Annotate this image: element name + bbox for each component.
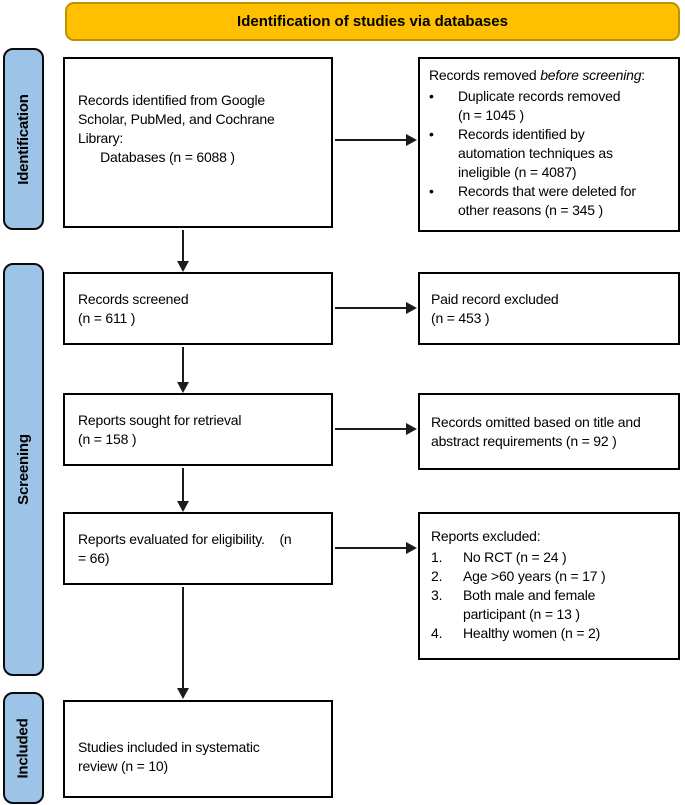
- box-records-identified: Records identified from Google Scholar, …: [63, 57, 333, 228]
- list-number: 4.: [431, 625, 443, 641]
- stage-label-screening: Screening: [15, 434, 33, 505]
- arrowhead-right-icon: [406, 542, 417, 554]
- arrow-shaft: [182, 230, 184, 263]
- stage-tab-included: Included: [3, 692, 44, 804]
- arrowhead-right-icon: [406, 302, 417, 314]
- bullet-icon: •: [429, 88, 434, 104]
- records-omitted-text: Records omitted based on title and abstr…: [431, 413, 641, 449]
- records-removed-title-italic: before screening: [540, 67, 642, 83]
- reports-excluded-numbered-list: 1. No RCT (n = 24 ) 2. Age >60 years (n …: [431, 548, 674, 643]
- excluded-item-1: No RCT (n = 24 ): [463, 549, 567, 565]
- arrowhead-down-icon: [177, 688, 189, 699]
- bullet-icon: •: [429, 183, 434, 199]
- records-removed-title: Records removed before screening:: [429, 66, 674, 85]
- list-item: 2. Age >60 years (n = 17 ): [431, 567, 674, 586]
- banner-identification-via-databases: Identification of studies via databases: [65, 2, 680, 41]
- removed-bullet-1: Duplicate records removed (n = 1045 ): [458, 88, 621, 123]
- records-removed-title-prefix: Records removed: [429, 67, 541, 83]
- arrow-shaft: [182, 468, 184, 503]
- box-records-omitted: Records omitted based on title and abstr…: [418, 393, 680, 470]
- box-reports-sought: Reports sought for retrieval (n = 158 ): [63, 393, 333, 466]
- excluded-item-4: Healthy women (n = 2): [463, 625, 601, 641]
- bullet-icon: •: [429, 126, 434, 142]
- list-number: 1.: [431, 549, 443, 565]
- arrow-shaft: [182, 587, 184, 690]
- removed-bullet-3: Records that were deleted for other reas…: [458, 183, 636, 218]
- arrow-shaft: [182, 347, 184, 384]
- list-number: 2.: [431, 568, 443, 584]
- box-reports-evaluated: Reports evaluated for eligibility. (n = …: [63, 512, 333, 585]
- arrowhead-right-icon: [406, 134, 417, 146]
- excluded-item-2: Age >60 years (n = 17 ): [463, 568, 606, 584]
- arrow-shaft: [335, 428, 407, 430]
- list-item: • Duplicate records removed (n = 1045 ): [429, 87, 674, 125]
- box-records-screened: Records screened (n = 611 ): [63, 272, 333, 345]
- records-removed-bullet-list: • Duplicate records removed (n = 1045 ) …: [429, 87, 674, 220]
- stage-label-included: Included: [15, 717, 33, 779]
- reports-excluded-title: Reports excluded:: [431, 528, 541, 544]
- reports-sought-text: Reports sought for retrieval (n = 158 ): [78, 411, 242, 447]
- list-item: • Records that were deleted for other re…: [429, 182, 674, 220]
- box-paid-record-excluded: Paid record excluded (n = 453 ): [418, 272, 680, 345]
- banner-label: Identification of studies via databases: [237, 13, 508, 30]
- records-screened-text: Records screened (n = 611 ): [78, 290, 189, 326]
- list-item: 3. Both male and female participant (n =…: [431, 586, 674, 624]
- arrow-shaft: [335, 307, 407, 309]
- stage-tab-identification: Identification: [3, 48, 44, 230]
- reports-evaluated-text: Reports evaluated for eligibility. (n = …: [78, 530, 292, 566]
- box-studies-included: Studies included in systematic review (n…: [63, 700, 333, 798]
- paid-excluded-text: Paid record excluded (n = 453 ): [431, 290, 559, 326]
- list-item: 4. Healthy women (n = 2): [431, 624, 674, 643]
- list-number: 3.: [431, 587, 443, 603]
- arrowhead-down-icon: [177, 382, 189, 393]
- stage-tab-screening: Screening: [3, 263, 44, 676]
- stage-label-identification: Identification: [15, 93, 33, 185]
- box-reports-excluded: Reports excluded: 1. No RCT (n = 24 ) 2.…: [418, 512, 680, 660]
- removed-bullet-2: Records identified by automation techniq…: [458, 126, 613, 180]
- arrow-shaft: [335, 139, 407, 141]
- arrowhead-down-icon: [177, 501, 189, 512]
- excluded-item-3: Both male and female participant (n = 13…: [463, 587, 596, 622]
- list-item: • Records identified by automation techn…: [429, 125, 674, 182]
- box-records-removed: Records removed before screening: • Dupl…: [418, 57, 680, 232]
- records-identified-text: Records identified from Google Scholar, …: [78, 92, 275, 165]
- list-item: 1. No RCT (n = 24 ): [431, 548, 674, 567]
- studies-included-text: Studies included in systematic review (n…: [78, 739, 260, 774]
- records-removed-title-suffix: :: [641, 67, 645, 83]
- arrow-shaft: [335, 547, 407, 549]
- arrowhead-down-icon: [177, 261, 189, 272]
- arrowhead-right-icon: [406, 423, 417, 435]
